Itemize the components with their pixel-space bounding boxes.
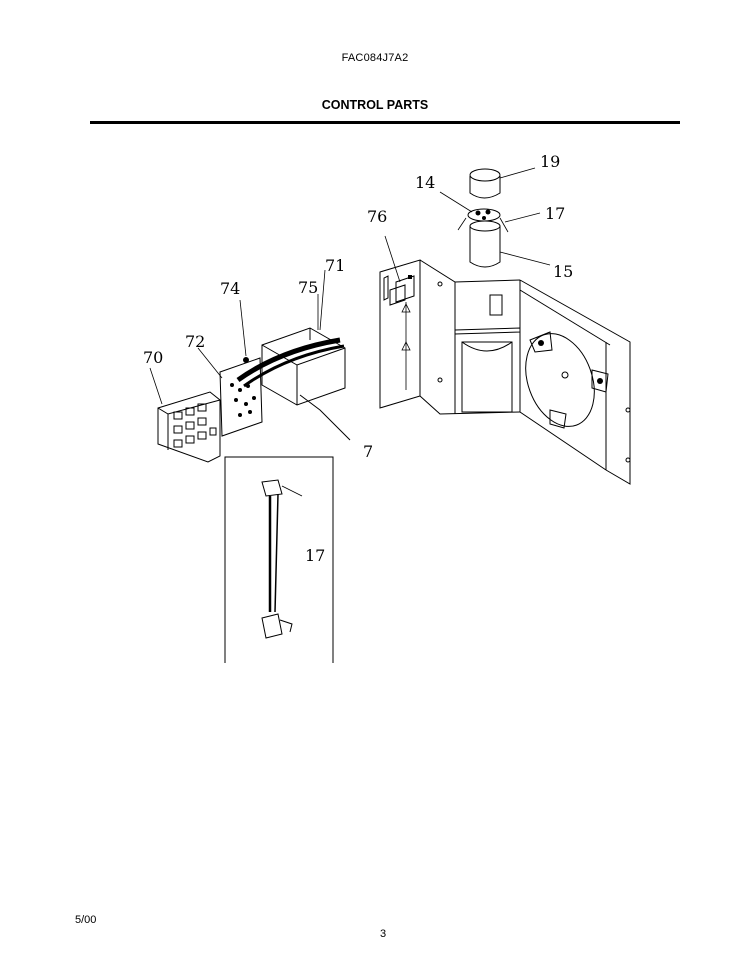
callout-75: 75: [298, 278, 318, 297]
capacitor-terminal-14: [439, 191, 541, 233]
callout-70: 70: [143, 348, 163, 367]
callout-76: 76: [367, 207, 387, 226]
model-number: FAC084J7A2: [341, 52, 409, 64]
callout-17: 17: [545, 204, 565, 223]
callout-14: 14: [415, 173, 435, 192]
capacitor-15: [469, 220, 551, 268]
capacitor-cover-19: [469, 167, 536, 199]
wire-harness-75: [236, 269, 345, 388]
footer-date: 5/00: [75, 914, 97, 926]
callout-71: 71: [325, 256, 345, 275]
section-title: CONTROL PARTS: [321, 98, 429, 112]
control-board-enclosure-7: [261, 327, 351, 441]
pc-board-72: [197, 299, 263, 437]
callout-74: 74: [220, 279, 240, 298]
callout-19: 19: [540, 152, 560, 171]
callout-17-inset: 17: [305, 546, 325, 565]
title-rule: [90, 121, 680, 124]
control-panel-70: [149, 367, 221, 463]
control-box-housing: [379, 235, 631, 485]
callout-7: 7: [363, 442, 373, 461]
callout-72: 72: [185, 332, 205, 351]
callout-15: 15: [553, 262, 573, 281]
page-number: 3: [380, 928, 387, 940]
inset-wire-harness-17: [224, 456, 334, 663]
